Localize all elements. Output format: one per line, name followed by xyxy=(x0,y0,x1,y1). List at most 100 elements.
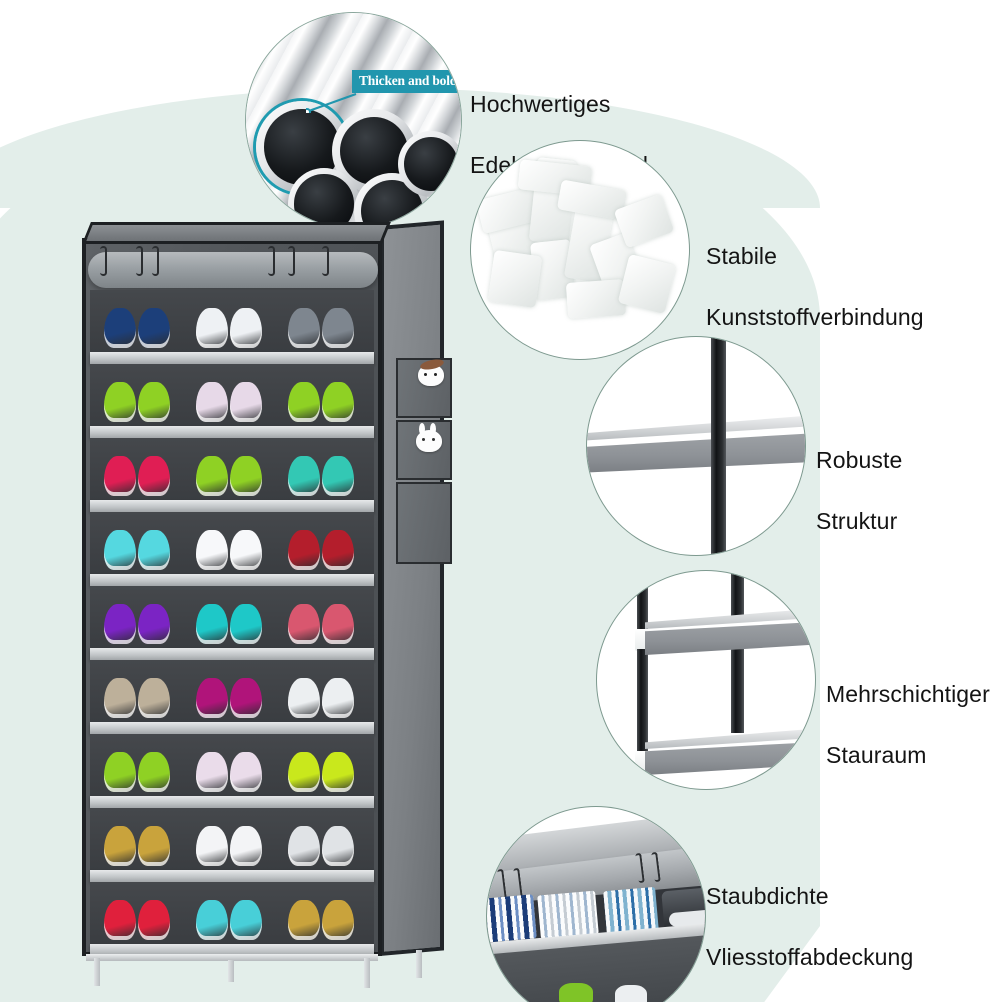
feature-label-plastic: Stabile Kunststoffverbindung xyxy=(706,210,924,363)
shoe xyxy=(288,382,320,422)
shoe xyxy=(196,604,228,644)
shelf-bay xyxy=(90,290,374,352)
feature-label-structure-line2: Struktur xyxy=(816,507,898,534)
feature-image-multi-tier xyxy=(596,570,816,790)
shoe xyxy=(196,382,228,422)
shoe xyxy=(288,826,320,866)
shoe xyxy=(104,456,136,496)
shoe xyxy=(138,752,170,792)
rack-top-panel xyxy=(82,222,391,244)
shelf xyxy=(90,352,374,364)
shoe xyxy=(138,900,170,940)
shoe xyxy=(138,456,170,496)
feature-image-dust-cover xyxy=(486,806,706,1002)
shoe xyxy=(104,604,136,644)
shoe xyxy=(288,604,320,644)
shoe xyxy=(288,752,320,792)
rolled-up-door xyxy=(88,252,378,288)
shoe xyxy=(230,456,262,496)
shoe-rack xyxy=(82,220,452,988)
shoe xyxy=(104,752,136,792)
striped-shoe xyxy=(537,890,599,940)
shelf-bay xyxy=(90,364,374,426)
bottom-rail xyxy=(86,954,378,961)
steel-pole xyxy=(731,637,744,733)
shoe xyxy=(322,752,354,792)
shoe xyxy=(104,826,136,866)
shoe xyxy=(230,382,262,422)
feature-label-structure-line1: Robuste xyxy=(816,446,903,473)
white-shoe xyxy=(615,985,647,1002)
shoe xyxy=(138,826,170,866)
feature-label-cover-line1: Staubdichte xyxy=(706,882,829,909)
shoe xyxy=(230,530,262,570)
shoe xyxy=(104,678,136,718)
shoe xyxy=(138,678,170,718)
door-strap xyxy=(322,246,329,276)
thicken-and-bold-badge: Thicken and bold xyxy=(352,70,461,93)
shoe xyxy=(104,900,136,940)
feature-label-plastic-line2: Kunststoffverbindung xyxy=(706,303,924,330)
shoe xyxy=(138,604,170,644)
shelf xyxy=(90,870,374,882)
shelf-bay xyxy=(90,512,374,574)
feature-label-storage-line1: Mehrschichtiger xyxy=(826,680,990,707)
feature-label-steel-line1: Hochwertiges xyxy=(470,90,611,117)
shelf-bay xyxy=(90,734,374,796)
shoe xyxy=(288,456,320,496)
feature-label-cover: Staubdichte Vliesstoffabdeckung xyxy=(706,850,913,1002)
feature-label-structure: Robuste Struktur xyxy=(816,414,902,567)
shoe xyxy=(196,456,228,496)
shoe xyxy=(322,678,354,718)
steel-pole xyxy=(711,337,726,555)
shelf-bay xyxy=(90,882,374,944)
shoe xyxy=(288,900,320,940)
door-strap xyxy=(268,246,275,276)
shelf-bay xyxy=(90,660,374,722)
shoe xyxy=(196,530,228,570)
steel-tube xyxy=(288,168,360,228)
feature-label-storage-line2: Stauraum xyxy=(826,741,927,768)
shelf xyxy=(90,722,374,734)
shoe xyxy=(288,530,320,570)
steel-tube xyxy=(398,131,461,197)
feature-label-cover-line2: Vliesstoffabdeckung xyxy=(706,943,914,970)
shelf-bay xyxy=(90,586,374,648)
door-strap xyxy=(288,246,295,276)
shelf xyxy=(90,648,374,660)
shoe xyxy=(322,382,354,422)
shoe xyxy=(322,604,354,644)
shoe xyxy=(322,456,354,496)
shelf xyxy=(90,796,374,808)
shelf-bay xyxy=(90,438,374,500)
plastic-connector xyxy=(565,279,627,319)
shoe xyxy=(322,530,354,570)
shelf-bay xyxy=(90,808,374,870)
shoe xyxy=(288,308,320,348)
green-shoe xyxy=(559,983,593,1002)
shoe xyxy=(196,308,228,348)
side-pocket xyxy=(396,482,452,564)
plush-toy-rabbit xyxy=(416,423,442,452)
door-strap xyxy=(136,246,143,276)
door-strap xyxy=(100,246,107,276)
shoe xyxy=(196,678,228,718)
callout-leader-line xyxy=(306,93,357,113)
plush-toy-dog xyxy=(418,357,445,386)
rack-side-panel xyxy=(380,220,444,956)
shoe xyxy=(104,308,136,348)
feature-label-storage: Mehrschichtiger Stauraum xyxy=(826,648,990,801)
rack-leg xyxy=(228,960,234,982)
shoe xyxy=(230,826,262,866)
feature-label-plastic-line1: Stabile xyxy=(706,242,778,269)
shelf-edge xyxy=(587,433,805,473)
shoe xyxy=(138,382,170,422)
door-strap xyxy=(152,246,159,276)
shoe xyxy=(138,530,170,570)
shoe xyxy=(104,530,136,570)
feature-image-structure xyxy=(586,336,806,556)
shoe xyxy=(230,900,262,940)
feature-image-steel-tubes: Thicken and bold xyxy=(245,12,462,229)
shoe xyxy=(322,826,354,866)
